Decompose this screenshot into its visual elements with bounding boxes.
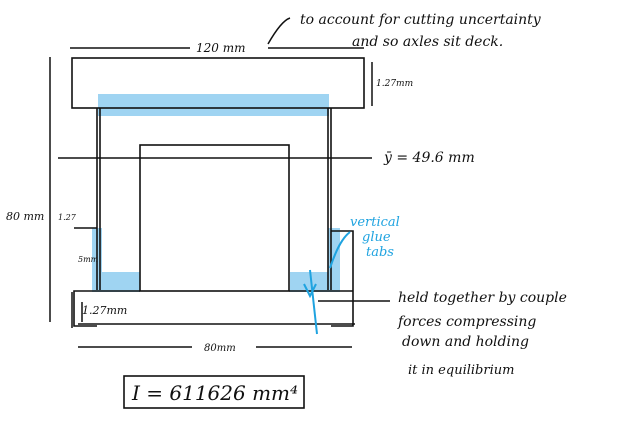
held-note-line2: forces compressing bbox=[397, 314, 536, 330]
centroid-label: ȳ = 49.6 mm bbox=[383, 150, 475, 166]
height-label: 80 mm bbox=[6, 210, 44, 223]
glue-highlights bbox=[92, 94, 340, 292]
held-note-line1: held together by couple bbox=[398, 290, 567, 306]
bottom-thickness-label: 1.27mm bbox=[82, 304, 127, 317]
dimension-lines bbox=[49, 17, 373, 348]
glue-tabs-line3: tabs bbox=[366, 245, 394, 260]
top-thickness-label: 1.27mm bbox=[376, 79, 413, 89]
bottom-width-label: 80mm bbox=[204, 343, 236, 354]
small-1-27-label: 1.27 bbox=[58, 213, 77, 222]
held-note-line3: down and holding bbox=[402, 334, 529, 350]
top-deck-plate bbox=[71, 57, 365, 109]
glue-tabs-line2: glue bbox=[362, 230, 391, 245]
glue-tabs-leader bbox=[329, 231, 351, 269]
top-note-line2: and so axles sit deck. bbox=[352, 34, 503, 50]
force-arrow bbox=[303, 231, 351, 335]
top-width-label: 120 mm bbox=[196, 41, 245, 55]
right-bottom-flange bbox=[289, 230, 354, 327]
section-outline bbox=[71, 57, 365, 327]
glue-tabs-line1: vertical bbox=[350, 215, 400, 230]
top-note-leader bbox=[267, 17, 291, 45]
moment-of-inertia-value: I = 611626 mm⁴ bbox=[131, 381, 298, 405]
top-note-line1: to account for cutting uncertainty bbox=[300, 12, 542, 28]
left-glue-tab-highlight bbox=[92, 228, 140, 292]
height-5mm-label: 5mm bbox=[78, 255, 99, 264]
inertia-box bbox=[123, 375, 305, 409]
inner-box bbox=[139, 144, 290, 292]
left-bottom-flange bbox=[73, 227, 140, 327]
top-glue-strip bbox=[98, 94, 329, 116]
held-note-line4: it in equilibrium bbox=[408, 363, 514, 378]
